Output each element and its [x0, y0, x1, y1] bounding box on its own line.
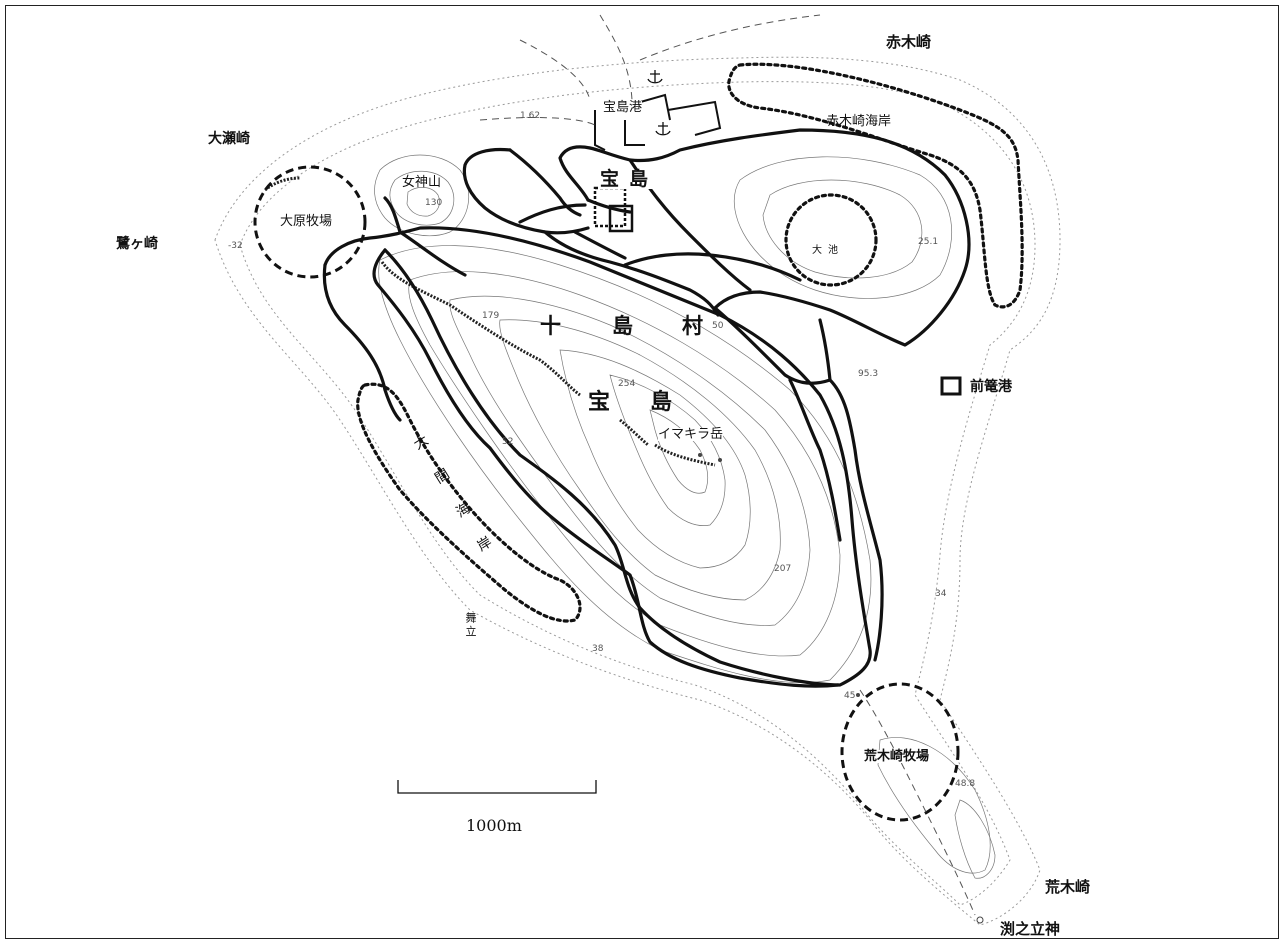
cape-araki-label: 荒木崎 — [1045, 878, 1091, 896]
imakira-peak-label: イマキラ岳 — [658, 427, 724, 442]
elevation-label: 254 — [618, 379, 636, 389]
araki-ranch-label: 荒木崎牧場 — [864, 749, 930, 764]
village-char-1: 十 — [540, 314, 561, 338]
megami-peak-label: 女神山 — [402, 175, 442, 190]
coast-outlines — [356, 62, 1024, 623]
terrain-symbols — [698, 453, 984, 924]
elevation-label: 48.8 — [955, 779, 976, 789]
ohara-ranch-label: 大原牧場 — [280, 214, 333, 229]
town-label: 宝島 — [600, 168, 659, 190]
reef-outline — [214, 56, 1061, 926]
scale-bar — [397, 780, 597, 794]
elevation-label: 207 — [774, 564, 792, 574]
cape-ose-label: 大瀬崎 — [208, 131, 250, 147]
elevation-label: 45 — [844, 691, 856, 701]
island-char-2: 島 — [650, 390, 673, 415]
cliff-marks — [264, 176, 716, 467]
island-char-1: 宝 — [588, 390, 611, 415]
akagi-coast-label: 赤木崎海岸 — [826, 114, 892, 129]
scale-bar-label: 1000m — [466, 816, 522, 835]
anchor-icon — [647, 70, 671, 136]
elevation-label: 52 — [502, 437, 514, 447]
cape-fuchinotategami-label: 渕之立神 — [1000, 920, 1061, 938]
elevation-label: 38 — [592, 644, 604, 654]
ranch-outlines — [253, 165, 960, 822]
roads — [322, 128, 971, 688]
elevation-label: 25.1 — [918, 237, 939, 247]
elevation-label: 179 — [482, 311, 500, 321]
boundary-lines — [479, 14, 976, 916]
maitate-label: 舞立 — [464, 612, 477, 639]
maegami-port-label: 前篭港 — [970, 379, 1012, 395]
elevation-label: 95.3 — [858, 369, 879, 379]
harbor-piers — [594, 93, 722, 151]
cape-sagigasaki-label: 鷺ヶ崎 — [116, 236, 158, 252]
elevation-label: -32 — [228, 241, 243, 251]
pond-label: 大池 — [812, 245, 844, 256]
elevation-label: 34 — [935, 589, 947, 599]
village-char-3: 村 — [682, 314, 703, 338]
elevation-label: 130 — [425, 198, 443, 208]
cape-akagi-label: 赤木崎 — [886, 33, 932, 51]
elevation-label: 1.62 — [520, 111, 541, 121]
village-char-2: 島 — [612, 314, 633, 338]
maegami-port-marker — [940, 376, 962, 396]
elevation-label: 50 — [712, 321, 724, 331]
map-frame — [5, 5, 1279, 939]
takarajima-port-label: 宝島港 — [603, 100, 643, 115]
